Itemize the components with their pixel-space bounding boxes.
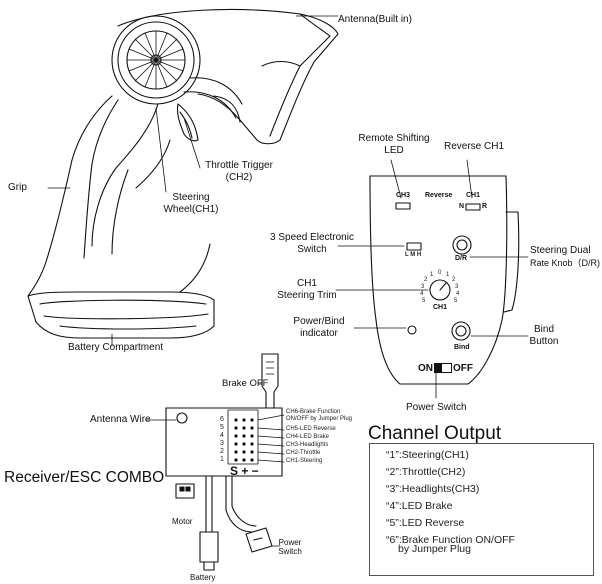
throttle-trigger-line2: (CH2) <box>225 172 253 183</box>
channel-function-5: CH5-LED Reverse <box>286 426 336 432</box>
remote-shifting-line1: Remote Shifting <box>358 133 430 144</box>
on-text: ON <box>418 363 433 374</box>
steering-wheel-line1: Steering <box>172 192 210 203</box>
channel-number-1: 1 <box>220 456 224 463</box>
motor-label: Motor <box>172 517 193 526</box>
panel-n-text: N <box>459 203 465 210</box>
trim-mark-l5: 5 <box>422 298 426 304</box>
channel-number-2: 2 <box>220 448 224 455</box>
trim-mark-l1: 1 <box>430 272 434 278</box>
antenna-wire-label: Antenna Wire <box>90 414 151 425</box>
three-speed-switch-label: 3 Speed Electronic Switch <box>270 232 354 256</box>
channel-output-box <box>369 443 594 576</box>
channel-function-6a: CH6-Brake Function <box>286 409 341 415</box>
receiver-power-switch-line2: Switch <box>278 547 302 556</box>
trim-mark-r4: 4 <box>456 291 460 297</box>
power-on-off-switch: ON OFF <box>418 363 473 374</box>
three-speed-line1: 3 Speed Electronic <box>270 232 354 243</box>
transmitter-illustration <box>27 8 339 347</box>
remote-shifting-line2: LED <box>384 145 404 156</box>
brake-off-label: Brake OFF <box>222 378 269 389</box>
receiver-illustration <box>145 353 285 571</box>
panel-bind-text: Bind <box>454 344 470 351</box>
steering-wheel-line2: Wheel(CH1) <box>163 204 219 215</box>
trim-mark-0: 0 <box>438 270 442 276</box>
trim-mark-l4: 4 <box>420 291 424 297</box>
power-switch-label: Power Switch <box>406 402 467 413</box>
channel-number-4: 4 <box>220 432 224 439</box>
panel-trim-ch1-text: CH1 <box>433 304 448 311</box>
power-bind-indicator-label: Power/Bind indicator <box>286 316 352 340</box>
channel-output-title: Channel Output <box>368 423 502 444</box>
remote-shifting-label: Remote Shifting LED <box>356 133 432 157</box>
reverse-ch1-label: Reverse CH1 <box>444 141 505 152</box>
trim-mark-r3: 3 <box>455 284 459 290</box>
bind-button-label: Bind Button <box>526 324 562 348</box>
steering-wheel-label: Steering Wheel(CH1) <box>160 192 222 216</box>
battery-label: Battery <box>190 573 216 582</box>
receiver-power-switch-label: Power Switch <box>274 538 306 556</box>
trim-mark-r1: 1 <box>446 272 450 278</box>
channel-number-6: 6 <box>220 416 224 423</box>
throttle-trigger-line1: Throttle Trigger <box>205 160 273 171</box>
ch1-steering-trim-label: CH1 Steering Trim <box>270 278 344 302</box>
channel-output-item-2: “2”:Throttle(CH2) <box>386 466 466 478</box>
grip-label: Grip <box>8 182 27 193</box>
power-switch-toggle <box>434 363 452 374</box>
channel-output-item-6-cont: by Jumper Plug <box>398 543 471 555</box>
channel-function-4: CH4-LED Brake <box>286 434 330 440</box>
throttle-trigger-label: Throttle Trigger (CH2) <box>198 160 280 184</box>
antenna-label: Antenna(Built in) <box>338 14 412 25</box>
ch1-trim-line2: Steering Trim <box>277 290 337 301</box>
trim-mark-l3: 3 <box>421 284 425 290</box>
panel-r-text: R <box>482 203 488 210</box>
pin-legend: S + − <box>230 464 259 478</box>
trim-mark-r5: 5 <box>454 298 458 304</box>
panel-ch1-text: CH1 <box>466 192 481 199</box>
three-speed-line2: Switch <box>297 244 327 255</box>
ch1-trim-line1: CH1 <box>296 278 317 289</box>
control-panel-illustration <box>335 159 529 399</box>
receiver-power-switch-line1: Power <box>278 538 302 547</box>
power-bind-line1: Power/Bind <box>293 316 345 327</box>
steering-dual-line2: Rate Knob（D/R) <box>530 258 601 268</box>
receiver-esc-combo-title: Receiver/ESC COMBO <box>4 469 165 486</box>
channel-function-1: CH1-Steering <box>286 458 323 464</box>
channel-output-item-6: “6”:Brake Function ON/OFF <box>386 534 515 546</box>
steering-dual-line1: Steering Dual <box>530 245 591 256</box>
channel-output-item-5: “5”:LED Reverse <box>386 517 465 529</box>
channel-number-5: 5 <box>220 424 224 431</box>
panel-ch3-text: CH3 <box>396 192 411 199</box>
trim-mark-l2: 2 <box>424 277 428 283</box>
channel-function-3: CH3-Headlights <box>286 442 329 448</box>
panel-dr-text: D/R <box>455 255 468 262</box>
bind-button-line2: Button <box>529 336 559 347</box>
channel-number-3: 3 <box>220 440 224 447</box>
power-bind-line2: indicator <box>300 328 338 339</box>
channel-output-item-4: “4”:LED Brake <box>386 500 453 512</box>
steering-dual-rate-label: Steering Dual Rate Knob（D/R) <box>530 245 600 269</box>
channel-function-2: CH2-Throttle <box>286 450 321 456</box>
panel-reverse-text: Reverse <box>425 192 453 199</box>
panel-lmh-text: L M H <box>405 252 422 258</box>
bind-button-line1: Bind <box>533 324 554 335</box>
off-text: OFF <box>453 363 473 374</box>
channel-output-item-3: “3”:Headlights(CH3) <box>386 483 480 495</box>
trim-mark-r2: 2 <box>452 277 456 283</box>
channel-output-item-1: “1”:Steering(CH1) <box>386 449 469 461</box>
channel-function-6b: ON/OFF by Jumper Plug <box>286 416 353 422</box>
battery-compartment-label: Battery Compartment <box>68 342 164 353</box>
